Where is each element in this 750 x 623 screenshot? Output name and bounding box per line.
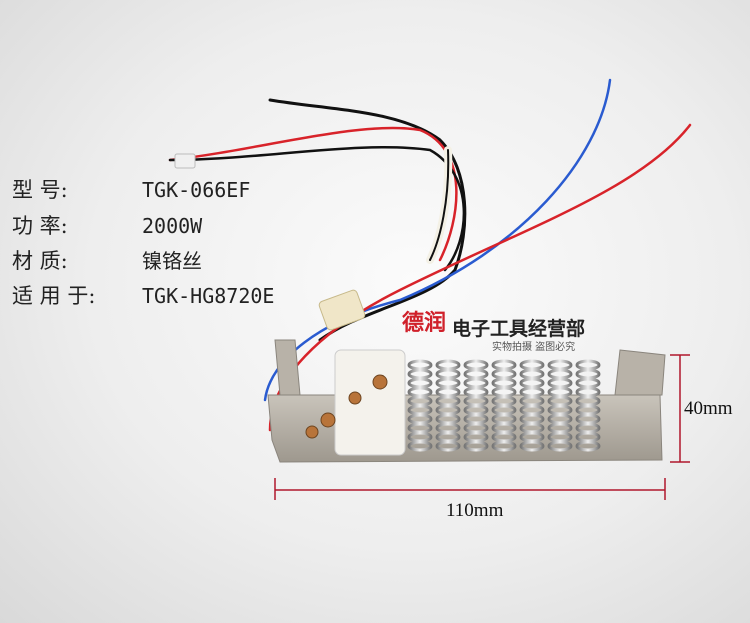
terminal-screw [305, 425, 319, 439]
width-dimension [274, 478, 666, 500]
coil-loop [407, 440, 433, 452]
coil-loop [491, 386, 517, 398]
coil-loop [575, 368, 601, 380]
coil-loop [463, 377, 489, 389]
terminal-screw [320, 412, 336, 428]
terminal-screw [372, 374, 388, 390]
coil-loop [575, 440, 601, 452]
coil-loop [491, 368, 517, 380]
spec-label: 适 用 于: [12, 284, 96, 308]
coil-loop [519, 386, 545, 398]
coil-loop [407, 377, 433, 389]
coil-loop [463, 440, 489, 452]
spec-material: 材 质: 镍铬丝 [12, 249, 202, 273]
coil-loop [407, 368, 433, 380]
height-label: 40mm [684, 398, 733, 419]
coil-loop [547, 386, 573, 398]
coil-loop [575, 386, 601, 398]
shop-logo: 德润 [402, 311, 447, 336]
coil-loop [575, 359, 601, 371]
coil-loop [519, 377, 545, 389]
width-label: 110mm [446, 500, 504, 521]
coil-loop [519, 368, 545, 380]
coil-loop [491, 359, 517, 371]
coil-loop [435, 377, 461, 389]
shop-tagline: 实物拍摄 盗图必究 [492, 342, 576, 353]
coil-loop [547, 359, 573, 371]
coil-loop [435, 359, 461, 371]
height-dimension [670, 354, 690, 463]
coil-loop [463, 386, 489, 398]
coil-loop [575, 377, 601, 389]
heating-coils [407, 359, 601, 452]
spec-model: 型 号: TGK-066EF [12, 178, 250, 202]
spec-value: TGK-HG8720E [142, 284, 275, 308]
wire-bundle [168, 78, 692, 432]
coil-loop [547, 377, 573, 389]
coil-loop [491, 440, 517, 452]
coil-loop [435, 368, 461, 380]
coil-loop [519, 440, 545, 452]
spec-label: 型 号: [12, 178, 68, 202]
shop-name: 电子工具经营部 [452, 318, 586, 340]
coil-loop [435, 440, 461, 452]
coil-loop [435, 386, 461, 398]
spec-label: 功 率: [12, 214, 68, 238]
coil-loop [491, 377, 517, 389]
terminal-screw [348, 391, 362, 405]
coil-loop [547, 368, 573, 380]
coil-loop [547, 440, 573, 452]
ceramic-insulator [334, 349, 406, 456]
spec-compatible: 适 用 于: TGK-HG8720E [12, 284, 274, 308]
spec-power: 功 率: 2000W [12, 214, 202, 238]
spec-value: TGK-066EF [142, 178, 251, 202]
coil-loop [407, 359, 433, 371]
spec-value: 2000W [142, 214, 203, 238]
connector-plug [174, 153, 196, 169]
coil-loop [519, 359, 545, 371]
spec-value: 镍铬丝 [142, 249, 202, 273]
wire-sleeve [318, 289, 366, 331]
coil-loop [463, 359, 489, 371]
spec-label: 材 质: [12, 249, 68, 273]
coil-loop [407, 386, 433, 398]
coil-loop [463, 368, 489, 380]
